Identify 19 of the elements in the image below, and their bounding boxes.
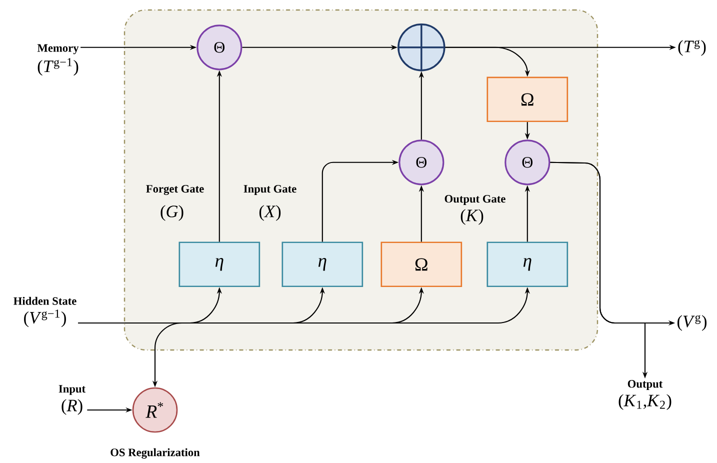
signal-label: (V$^{g}$) xyxy=(678,315,707,331)
signal-label: Memory (T$^{g−1}$) xyxy=(37,44,79,76)
gate-label: (G) xyxy=(160,205,184,221)
signal-label: (T$^{g}$) xyxy=(678,40,706,56)
omega-box: Ω xyxy=(380,242,462,288)
eta-box: η xyxy=(178,242,260,288)
signal-label: Hidden State (V$^{g−1}$) xyxy=(14,296,76,328)
gate-label: Input Gate xyxy=(244,185,296,195)
gate-label: (K) xyxy=(460,209,484,225)
plus-circle xyxy=(396,22,446,72)
gate-label: (X) xyxy=(259,205,281,221)
gate-label: Forget Gate xyxy=(146,184,204,195)
eta-box: η xyxy=(486,242,568,288)
signal-label: Output (K$_{1}$,K$_{2}$) xyxy=(618,380,672,410)
signal-label: Input (R) xyxy=(58,385,86,415)
eta-box: η xyxy=(282,242,364,288)
omega-box: Ω xyxy=(486,76,568,122)
gate-label: Output Gate xyxy=(444,195,506,205)
node-label: OS Regularization xyxy=(110,448,200,459)
